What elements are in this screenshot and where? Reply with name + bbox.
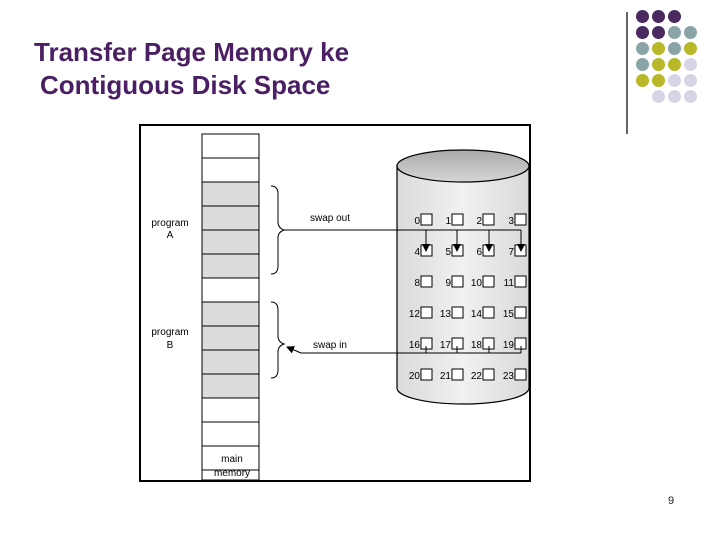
- disk-block: [451, 213, 464, 226]
- disk-block: [514, 275, 527, 288]
- memory-frame: [201, 469, 260, 481]
- memory-frame: [201, 133, 260, 159]
- decorative-dot: [684, 58, 697, 71]
- decorative-dot: [684, 74, 697, 87]
- disk-block-label: 16: [409, 340, 421, 351]
- slide-title-line1: Transfer Page Memory ke: [34, 37, 350, 67]
- disk-block-label: 6: [476, 247, 482, 258]
- program-b-label-line1: program: [151, 327, 188, 338]
- program-a-label-line2: A: [167, 230, 174, 241]
- disk-block-label: 8: [414, 278, 420, 289]
- disk-block: [514, 213, 527, 226]
- disk-block-label: 3: [508, 216, 514, 227]
- memory-frame: [201, 157, 260, 183]
- main-memory-column: [201, 133, 260, 481]
- memory-frame: [201, 421, 260, 447]
- decorative-dot: [668, 26, 681, 39]
- decorative-divider: [626, 12, 628, 134]
- disk-block: [482, 368, 495, 381]
- decorative-dot: [652, 74, 665, 87]
- decorative-dot: [668, 58, 681, 71]
- swap-in-arrows: [286, 346, 522, 354]
- decorative-dot: [636, 58, 649, 71]
- main-memory-label-line1: main: [221, 454, 243, 465]
- memory-frame: [201, 229, 260, 255]
- memory-frame: [201, 181, 260, 207]
- disk-block-label: 11: [504, 278, 515, 289]
- disk-block-label: 10: [471, 278, 483, 289]
- disk-block: [482, 275, 495, 288]
- disk-block-label: 9: [445, 278, 451, 289]
- decorative-dot: [636, 42, 649, 55]
- memory-frame: [201, 205, 260, 231]
- memory-frame: [201, 373, 260, 399]
- memory-frame: [201, 397, 260, 423]
- disk-block: [482, 306, 495, 319]
- disk-block: [482, 213, 495, 226]
- disk-block-label: 7: [508, 247, 514, 258]
- program-b-brace: [270, 301, 286, 379]
- disk-block-label: 21: [440, 371, 452, 382]
- disk-block-label: 1: [445, 216, 451, 227]
- disk-block-label: 18: [471, 340, 483, 351]
- slide-title: Transfer Page Memory ke Contiguous Disk …: [34, 36, 349, 102]
- decorative-dot: [684, 26, 697, 39]
- disk-block-label: 4: [414, 247, 420, 258]
- swap-out-arrows: [284, 229, 525, 252]
- disk-block: [451, 306, 464, 319]
- swap-in-label: swap in: [313, 340, 347, 351]
- disk-block-label: 15: [503, 309, 515, 320]
- disk-block-label: 2: [476, 216, 482, 227]
- disk-block-label: 22: [471, 371, 483, 382]
- slide-title-line2: Contiguous Disk Space: [40, 70, 331, 100]
- decorative-dot: [636, 10, 649, 23]
- disk-block-label: 13: [440, 309, 452, 320]
- disk-block: [420, 368, 433, 381]
- decorative-dot: [652, 26, 665, 39]
- memory-frame: [201, 301, 260, 327]
- memory-frame: [201, 253, 260, 279]
- disk-block-label: 23: [503, 371, 515, 382]
- disk-block-label: 12: [409, 309, 421, 320]
- disk-block: [420, 275, 433, 288]
- disk-block-label: 19: [503, 340, 515, 351]
- decorative-dot: [668, 74, 681, 87]
- memory-frame: [201, 325, 260, 351]
- page-number: 9: [668, 495, 675, 507]
- disk-block-label: 5: [445, 247, 451, 258]
- decorative-dot: [652, 90, 665, 103]
- decorative-dot: [652, 10, 665, 23]
- decorative-dot: [668, 10, 681, 23]
- decorative-dot: [684, 42, 697, 55]
- decorative-dot: [668, 42, 681, 55]
- disk-block: [514, 368, 527, 381]
- program-b-label-line2: B: [167, 340, 174, 351]
- disk-block-label: 20: [409, 371, 421, 382]
- decorative-dot: [684, 90, 697, 103]
- memory-frame: [201, 277, 260, 303]
- decorative-dot: [652, 58, 665, 71]
- program-a-label-line1: program: [151, 218, 188, 229]
- disk-block: [451, 368, 464, 381]
- disk-block-label: 17: [440, 340, 452, 351]
- disk-block-label: 0: [414, 216, 420, 227]
- program-a-brace: [270, 185, 286, 275]
- disk-block: [420, 306, 433, 319]
- swap-out-label: swap out: [310, 213, 350, 224]
- disk-block-label: 14: [471, 309, 483, 320]
- decorative-dot: [652, 42, 665, 55]
- disk-block: [420, 213, 433, 226]
- decorative-dot: [636, 26, 649, 39]
- decorative-dot: [668, 90, 681, 103]
- decorative-dot: [636, 74, 649, 87]
- memory-frame: [201, 349, 260, 375]
- disk-block: [514, 306, 527, 319]
- main-memory-label-line2: memory: [214, 468, 250, 479]
- disk-block: [451, 275, 464, 288]
